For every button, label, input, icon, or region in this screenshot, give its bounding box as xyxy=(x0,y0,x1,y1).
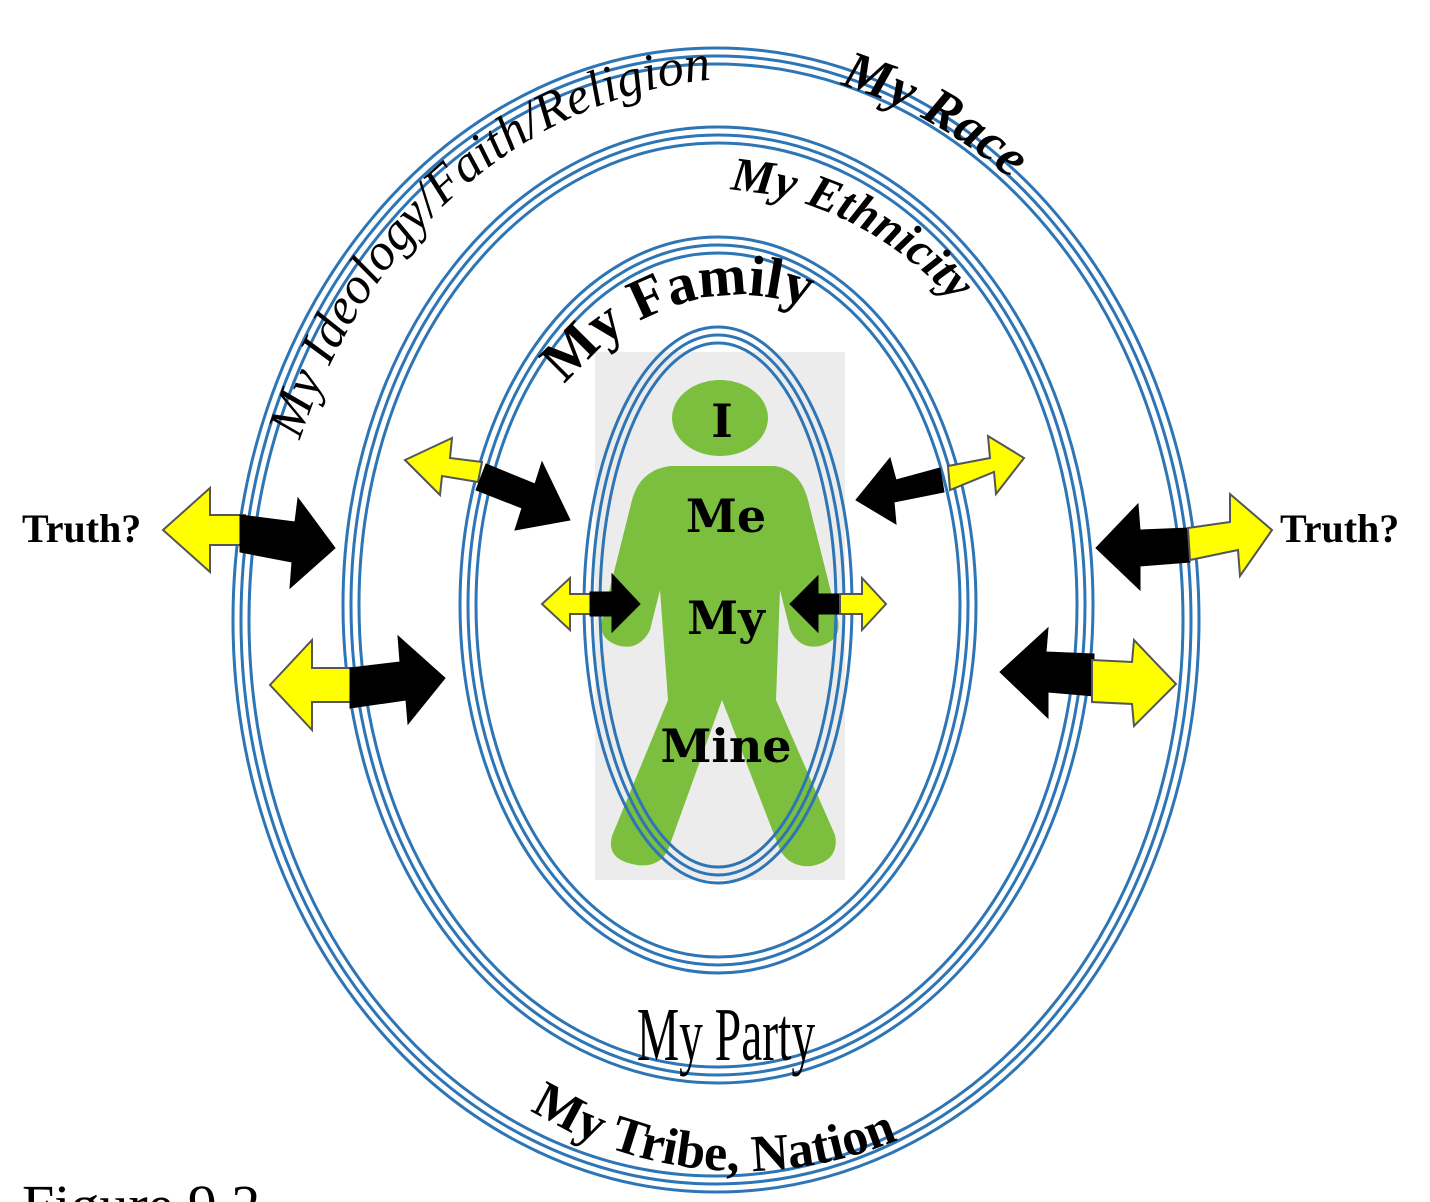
person-figure xyxy=(601,380,839,867)
ring-outer xyxy=(231,46,1201,1194)
truth-left: Truth? xyxy=(22,506,141,551)
black-arrow-in-left-1 xyxy=(239,496,336,590)
person-word-my: My xyxy=(687,591,766,645)
black-arrow-in-right-2 xyxy=(999,626,1095,720)
yellow-arrow-out-left-3 xyxy=(403,436,484,498)
yellow-arrow-out-left-1 xyxy=(161,485,246,575)
label-tribe-nation-text: My Tribe, Nation xyxy=(524,1071,903,1183)
ring-inner xyxy=(458,235,978,975)
yellow-arrow-out-right-2 xyxy=(1091,637,1178,729)
yellow-arrow-out-left-2 xyxy=(268,637,353,733)
person-word-i: I xyxy=(711,394,733,448)
black-arrow-in-left-3 xyxy=(475,460,571,531)
person-word-mine: Mine xyxy=(660,719,791,773)
ring-middle xyxy=(341,125,1095,1085)
person-word-me: Me xyxy=(686,489,766,543)
black-arrow-in-right-4 xyxy=(789,574,843,634)
arrows xyxy=(161,434,1274,733)
label-party: My Party xyxy=(637,993,815,1077)
yellow-arrow-out-left-4 xyxy=(540,575,593,633)
person-head xyxy=(672,380,768,456)
person-body xyxy=(601,466,839,867)
black-arrow-in-left-2 xyxy=(349,634,446,726)
figure-caption: Figure 9.2 xyxy=(22,1173,260,1202)
yellow-arrow-out-right-1 xyxy=(1186,491,1274,579)
label-tribe-nation: My Tribe, Nation xyxy=(524,1071,903,1183)
black-arrow-in-right-3 xyxy=(855,456,945,525)
yellow-arrow-out-right-4 xyxy=(839,575,888,633)
truth-right: Truth? xyxy=(1280,506,1399,551)
yellow-arrow-out-right-3 xyxy=(946,434,1026,497)
black-arrow-in-right-1 xyxy=(1095,502,1191,592)
black-arrow-in-left-4 xyxy=(589,572,641,634)
